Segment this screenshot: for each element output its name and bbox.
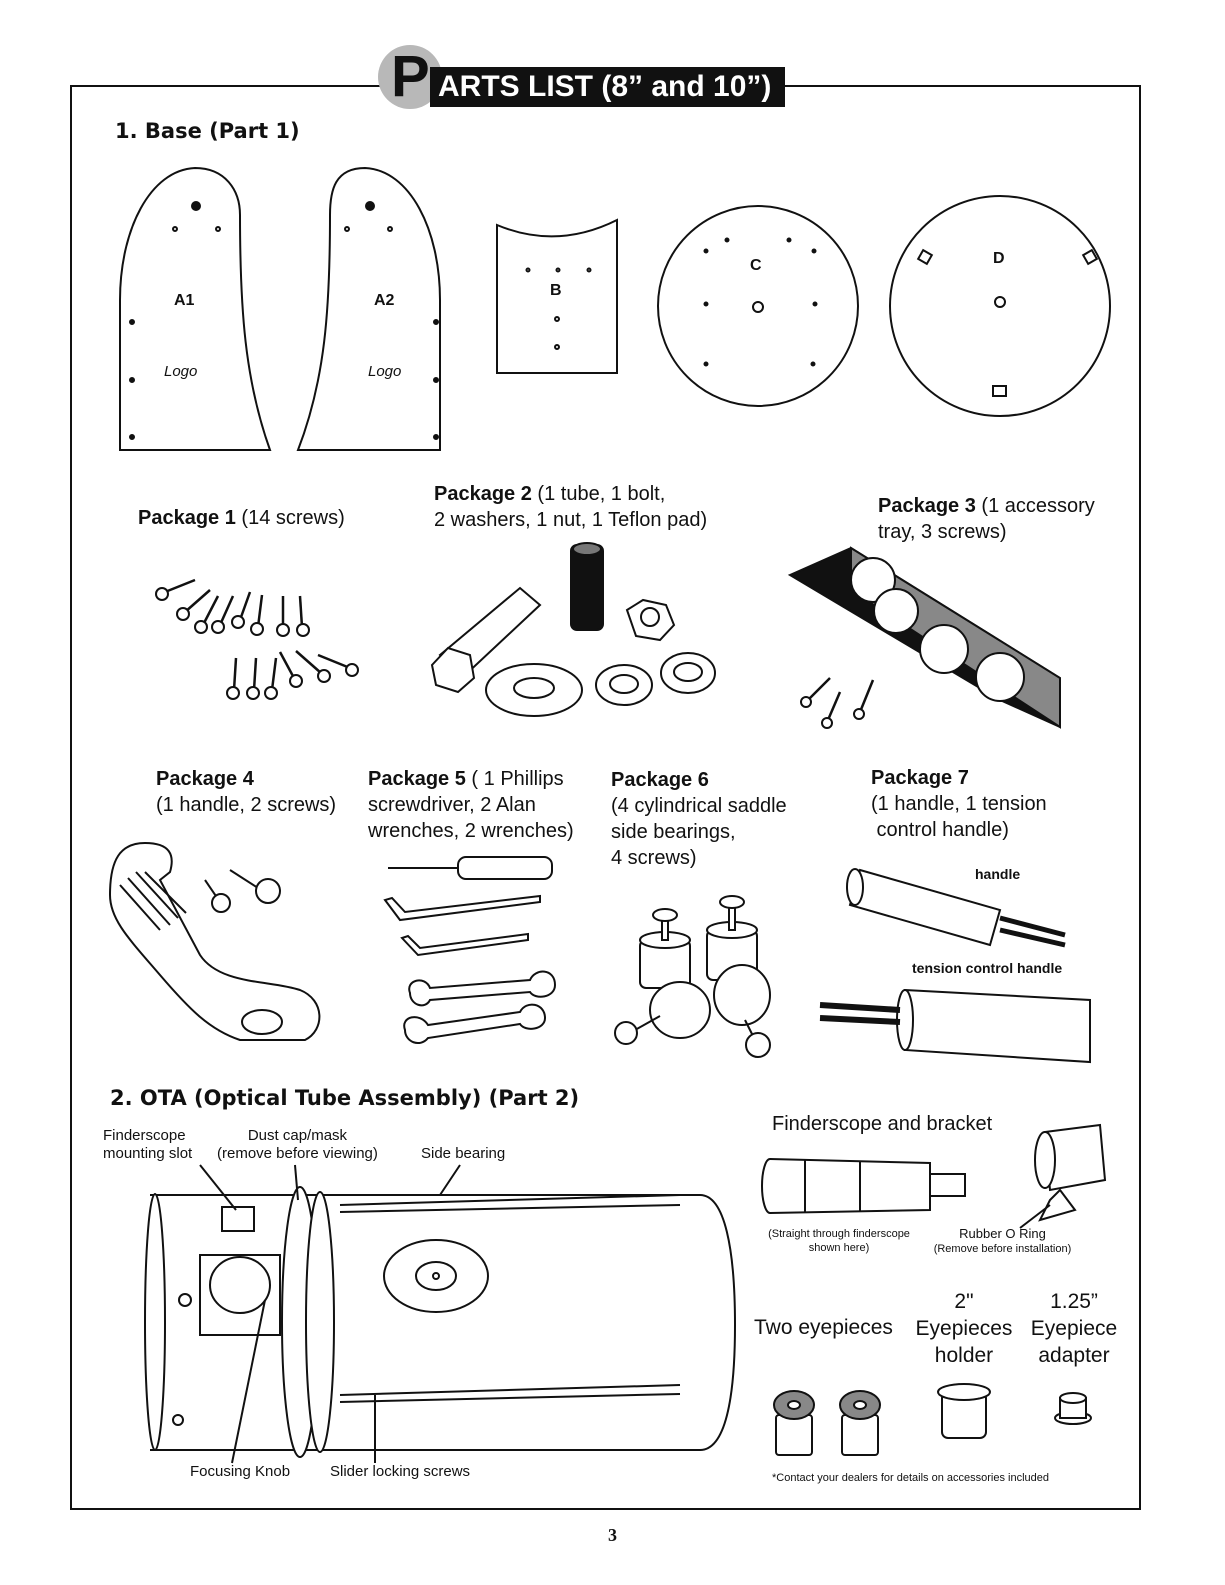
package-2-label: Package 2 (1 tube, 1 bolt, 2 washers, 1 … xyxy=(434,483,708,531)
part-label-d: D xyxy=(993,250,1005,267)
part-label-b: B xyxy=(550,282,562,299)
package-3-tray xyxy=(790,548,1060,728)
package-7-tension-label: tension control handle xyxy=(912,960,1063,976)
package-7-handles xyxy=(820,869,1090,1062)
accessories-illustration xyxy=(774,1384,1091,1455)
package-4-handle xyxy=(110,843,319,1040)
base-side-a2 xyxy=(298,168,440,450)
package-3-label: Package 3 (1 accessory tray, 3 screws) xyxy=(878,495,1095,543)
package-6-bearings xyxy=(615,896,770,1057)
base-front-b xyxy=(497,220,617,373)
package-4-label: Package 4 (1 handle, 2 screws) xyxy=(156,768,337,816)
title-initial: P xyxy=(391,44,430,109)
eyepiece-adapter-label: 1.25” Eyepiece adapter xyxy=(1030,1290,1118,1367)
accessories-note: *Contact your dealers for details on acc… xyxy=(772,1472,1049,1484)
logo-label-a1: Logo xyxy=(164,363,198,380)
base-plate-c xyxy=(658,206,858,406)
callout-slider-screws: Slider locking screws xyxy=(330,1463,471,1480)
package-2-hardware xyxy=(432,543,715,716)
package-1-label: Package 1 (14 screws) xyxy=(138,507,345,529)
logo-label-a2: Logo xyxy=(368,363,402,380)
title-text: ARTS LIST (8” and 10”) xyxy=(430,67,786,107)
callout-side-bearing: Side bearing xyxy=(421,1145,506,1162)
oring-caption: Rubber O Ring (Remove before installatio… xyxy=(933,1226,1072,1256)
package-1-screws xyxy=(165,580,350,690)
eyepiece-holder-label: 2" Eyepieces holder xyxy=(915,1290,1013,1367)
package-5-label: Package 5 ( 1 Phillips screwdriver, 2 Al… xyxy=(368,768,574,842)
callout-dust-cap: Dust cap/mask (remove before viewing) xyxy=(217,1127,378,1162)
callout-finderscope-slot: Finderscope mounting slot xyxy=(103,1127,193,1162)
finderscope-title: Finderscope and bracket xyxy=(772,1113,993,1135)
section-base-heading: 1. Base (Part 1) xyxy=(115,119,300,143)
base-plate-d xyxy=(890,196,1110,416)
package-7-handle-label: handle xyxy=(975,866,1021,882)
base-side-a1 xyxy=(120,168,270,450)
package-5-tools xyxy=(385,857,555,1043)
eyepieces-label: Two eyepieces xyxy=(754,1316,893,1339)
finderscope-caption: (Straight through finderscope shown here… xyxy=(768,1228,910,1254)
finderscope-illustration xyxy=(762,1125,1105,1228)
package-7-label: Package 7 (1 handle, 1 tension control h… xyxy=(871,767,1047,841)
section-ota-heading: 2. OTA (Optical Tube Assembly) (Part 2) xyxy=(110,1086,580,1110)
part-label-a1: A1 xyxy=(174,292,195,309)
package-6-label: Package 6 (4 cylindrical saddle side bea… xyxy=(611,769,787,869)
callout-focusing-knob: Focusing Knob xyxy=(190,1463,291,1480)
part-label-a2: A2 xyxy=(374,292,395,309)
page-number: 3 xyxy=(608,1525,617,1545)
part-label-c: C xyxy=(750,257,762,274)
